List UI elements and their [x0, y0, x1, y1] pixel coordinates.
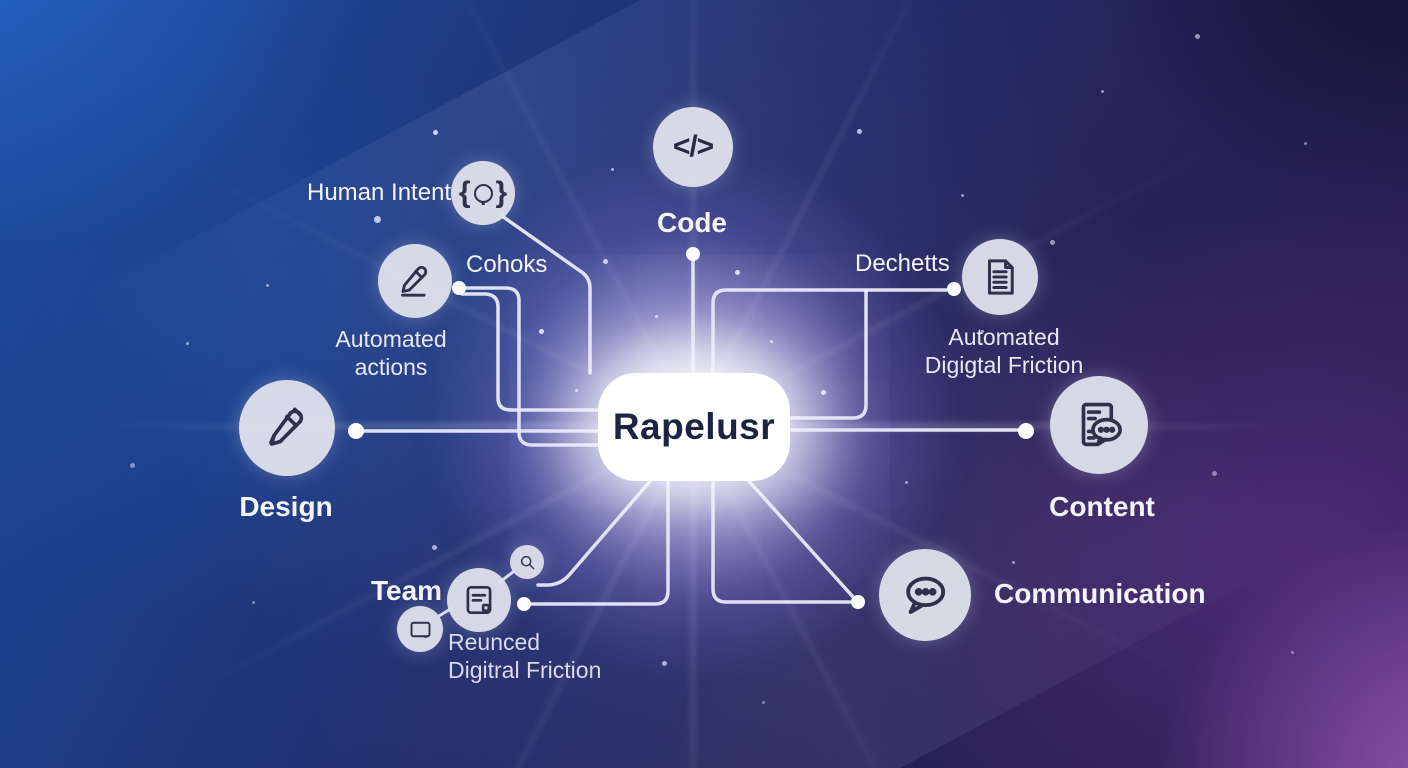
dechetts-label: Dechetts: [855, 250, 950, 277]
team-label: Team: [371, 575, 443, 606]
communication-node-circle: [879, 549, 971, 641]
connector-cohoks-outer: [460, 286, 602, 447]
monitor-icon: [410, 621, 430, 638]
pencil-icon: [401, 266, 428, 297]
dechetts-node-circle: [962, 239, 1038, 315]
chat-bubble-icon: [906, 576, 946, 615]
connector-gear: [500, 214, 592, 375]
document-chat-icon: [1081, 402, 1122, 447]
document-icon: [988, 259, 1014, 295]
note-icon: [466, 585, 492, 615]
connector-dot: [851, 595, 865, 609]
team-magnifier-circle: [510, 545, 544, 579]
content-label: Content: [1049, 491, 1155, 522]
reduced-friction-label: Reunced Digitral Friction: [448, 629, 602, 684]
team-note-circle: [447, 568, 511, 632]
connector-dot: [348, 423, 364, 439]
connector-communication-diagonal: [745, 477, 856, 600]
connector-team-diagonal: [536, 477, 654, 587]
design-label: Design: [239, 491, 333, 522]
center-node: Rapelusr: [598, 373, 790, 481]
automated-friction-label: Automated Digigtal Friction: [924, 324, 1084, 379]
automated-actions-label: Automated actions: [335, 326, 447, 381]
team-monitor-circle: [397, 606, 443, 652]
connector-dot: [452, 281, 466, 295]
code-node-circle: </>: [653, 107, 733, 187]
connector-dot: [1018, 423, 1034, 439]
connector-communication: [711, 477, 852, 604]
code-icon: </>: [672, 130, 714, 163]
connector-dot: [517, 597, 531, 611]
connector-team-horizontal: [529, 477, 670, 606]
cohoks-label: Cohoks: [466, 251, 548, 278]
connector-friction-branch: [789, 289, 868, 420]
connector-dot: [686, 247, 700, 261]
code-label: Code: [657, 207, 727, 238]
cohoks-node-circle: [378, 244, 452, 318]
connector-cohoks-inner: [460, 292, 602, 412]
magnifier-icon: [520, 555, 534, 569]
content-node-circle: [1050, 376, 1148, 474]
human-intent-label: Human Intent: [307, 179, 452, 206]
design-node-circle: [239, 380, 335, 476]
connector-dot: [947, 282, 961, 296]
connector-dechetts: [711, 288, 948, 375]
center-node-label: Rapelusr: [612, 406, 776, 447]
pen-icon: [269, 407, 304, 446]
gear-braces-icon: {}: [458, 176, 508, 209]
human-intent-node-circle: {}: [451, 161, 515, 225]
communication-label: Communication: [994, 578, 1206, 609]
